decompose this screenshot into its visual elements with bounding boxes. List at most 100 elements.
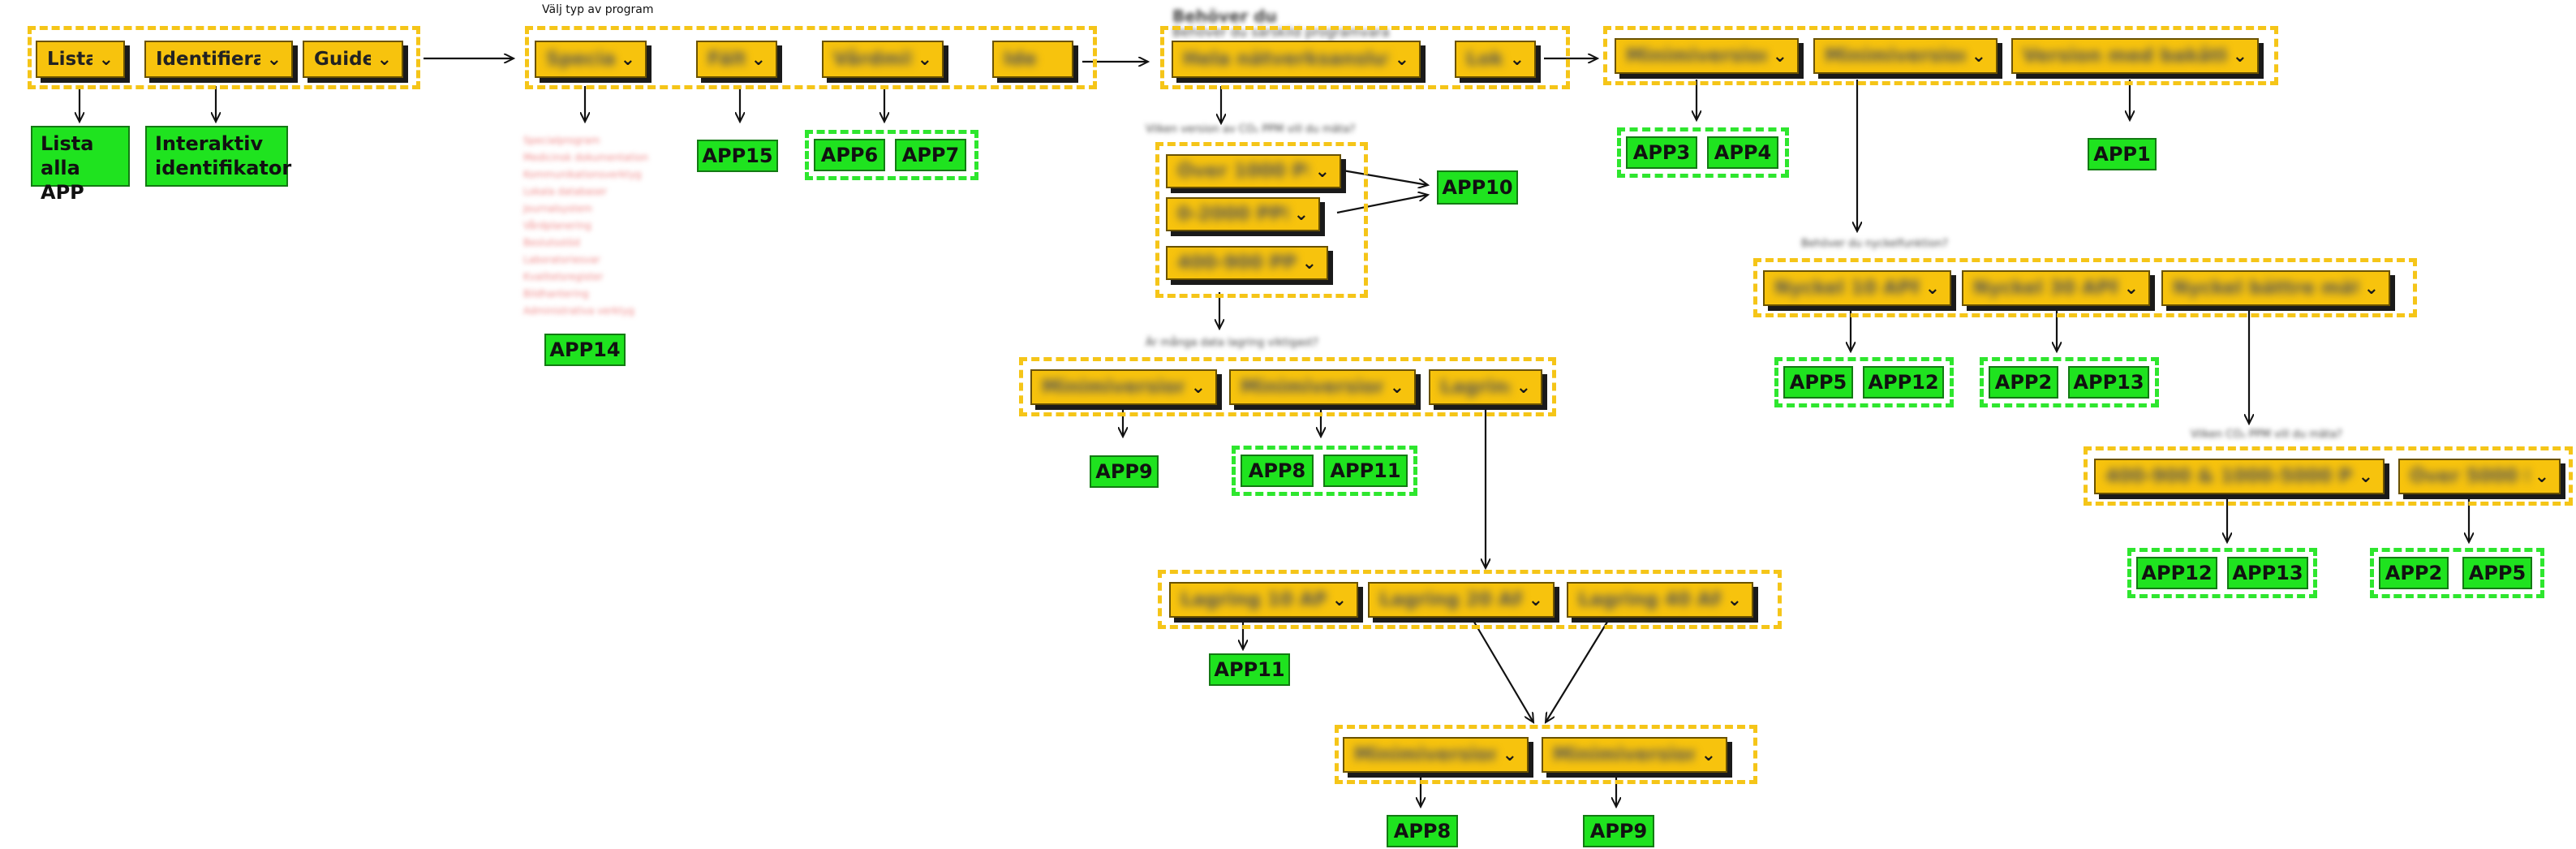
- app5-box-lower: APP5: [2462, 557, 2532, 589]
- storage-q-group: [1019, 357, 1556, 416]
- app6-box: APP6: [814, 139, 885, 171]
- key-option-2[interactable]: Nyckel 30 APP⌄: [1962, 270, 2150, 306]
- identifiera-label: Identifiera: [156, 49, 260, 70]
- identifiera-dropdown[interactable]: Identifiera ⌄: [144, 41, 293, 78]
- app6-app7-group: [805, 130, 978, 180]
- app9-box-upper: APP9: [1090, 455, 1159, 488]
- right-group: [1603, 26, 2278, 85]
- version-group: [1155, 142, 1368, 298]
- right-option-1[interactable]: Minimiversion 13 eller nyare⌄: [1615, 38, 1799, 74]
- final-option-2[interactable]: Minimiversion 49 APP⌄: [1542, 737, 1727, 773]
- ppm-option-1[interactable]: 400-900 & 1000-5000 PPM⌄: [2094, 459, 2385, 494]
- type-label: Välj typ av program: [542, 3, 654, 16]
- chevron-down-icon: ⌄: [1394, 49, 1409, 70]
- app4-box: APP4: [1707, 136, 1778, 169]
- chevron-down-icon: ⌄: [1516, 377, 1531, 398]
- storage-option-3[interactable]: Lagring 40 APP⌄: [1567, 582, 1753, 618]
- ppm-option-2[interactable]: Över 5000 PPM⌄: [2398, 459, 2561, 494]
- app8-app11-group: [1232, 446, 1417, 496]
- ppm-group: [2084, 446, 2573, 506]
- step2-option-b[interactable]: Lokal⌄: [1455, 41, 1536, 78]
- chevron-down-icon: ⌄: [1924, 278, 1940, 299]
- chevron-down-icon: ⌄: [917, 49, 932, 70]
- storage-q-option-3[interactable]: Lagring⌄: [1429, 369, 1542, 405]
- identifiera-result-box: Interaktiv identifikator: [145, 126, 291, 187]
- key-option-3[interactable]: Nyckel bättre mätning⌄: [2161, 270, 2390, 306]
- chevron-down-icon: ⌄: [2123, 278, 2139, 299]
- final-group: [1335, 725, 1757, 784]
- storage-q-option-2[interactable]: Minimiversion 28⌄: [1229, 369, 1416, 405]
- right-option-2[interactable]: Minimiversion 48 eller nyare⌄: [1813, 38, 1998, 74]
- key-group: [1753, 258, 2417, 317]
- chevron-down-icon: ⌄: [2534, 466, 2549, 487]
- storage-question: Är många data lagring viktigast?: [1146, 337, 1318, 349]
- guide-label: Guide: [314, 49, 371, 70]
- chevron-down-icon: ⌄: [1509, 49, 1525, 70]
- chevron-down-icon: ⌄: [2363, 278, 2379, 299]
- app11-box-upper: APP11: [1323, 455, 1408, 487]
- chevron-down-icon: ⌄: [1971, 45, 1986, 67]
- chevron-down-icon: ⌄: [376, 49, 392, 70]
- app13-box-lower: APP13: [2227, 557, 2308, 589]
- final-option-1[interactable]: Minimiversion 21 APP⌄: [1343, 737, 1529, 773]
- version-option-1[interactable]: Över 1000 PPM⌄: [1166, 154, 1341, 188]
- step1-option-d[interactable]: Ide: [992, 41, 1073, 78]
- chevron-down-icon: ⌄: [1190, 377, 1206, 398]
- chevron-down-icon: ⌄: [1727, 589, 1742, 610]
- storage-option-1[interactable]: Lagring 10 APP⌄: [1169, 582, 1358, 618]
- app2-box-lower: APP2: [2379, 557, 2449, 589]
- chevron-down-icon: ⌄: [1502, 744, 1517, 765]
- storage-group: [1158, 570, 1782, 629]
- storage-q-option-1[interactable]: Minimiversion 13⌄: [1030, 369, 1217, 405]
- guide-dropdown[interactable]: Guide⌄: [303, 41, 403, 78]
- app14-box: APP14: [544, 334, 626, 366]
- version-question: Vilken version av CO₂ PPM vill du mäta?: [1146, 123, 1356, 136]
- chevron-down-icon: ⌄: [1331, 589, 1347, 610]
- chevron-down-icon: ⌄: [1772, 45, 1787, 67]
- chevron-down-icon: ⌄: [1293, 204, 1309, 225]
- lista-label: Lista: [47, 49, 92, 70]
- chevron-down-icon: ⌄: [1314, 161, 1330, 182]
- storage-option-2[interactable]: Lagring 20 APP⌄: [1368, 582, 1555, 618]
- app2-app5-group: [2370, 548, 2544, 598]
- chevron-down-icon: ⌄: [2232, 45, 2247, 67]
- step2-heading: Behöver du: [1172, 6, 1277, 26]
- app12-box-upper: APP12: [1863, 366, 1944, 399]
- app2-box-upper: APP2: [1989, 366, 2058, 399]
- app3-box: APP3: [1626, 136, 1697, 169]
- right-option-3[interactable]: Version med bakåtkompatibilitet⌄: [2011, 38, 2259, 74]
- version-option-2[interactable]: 0-2000 PPM⌄: [1166, 197, 1320, 231]
- app5-app12-group: [1774, 357, 1954, 407]
- step1-option-b[interactable]: Fält⌄: [696, 41, 777, 78]
- app5-box-upper: APP5: [1783, 366, 1853, 399]
- app8-box-upper: APP8: [1241, 455, 1314, 487]
- step2-group: [1160, 26, 1570, 89]
- chevron-down-icon: ⌄: [2358, 466, 2373, 487]
- step1-group: [525, 26, 1097, 89]
- chevron-down-icon: ⌄: [1389, 377, 1404, 398]
- app9-box-lower: APP9: [1583, 815, 1654, 847]
- app10-box: APP10: [1437, 170, 1518, 205]
- app11-box-lower: APP11: [1209, 653, 1290, 686]
- step1-option-a[interactable]: Specialprogram⌄: [535, 41, 647, 78]
- lista-dropdown[interactable]: Lista ⌄: [36, 41, 125, 78]
- chevron-down-icon: ⌄: [1701, 744, 1716, 765]
- app13-box-upper: APP13: [2068, 366, 2149, 399]
- chevron-down-icon: ⌄: [266, 49, 282, 70]
- app15-box: APP15: [697, 140, 778, 172]
- step1-option-c[interactable]: Vårdmiljö⌄: [822, 41, 944, 78]
- app2-app13-group: [1980, 357, 2159, 407]
- chevron-down-icon: ⌄: [750, 49, 766, 70]
- app8-box-lower: APP8: [1387, 815, 1458, 847]
- chevron-down-icon: ⌄: [98, 49, 114, 70]
- app1-box: APP1: [2088, 138, 2157, 170]
- ppm-question: Vilken CO₂ PPM vill du mäta?: [2191, 429, 2342, 441]
- chevron-down-icon: ⌄: [1528, 589, 1543, 610]
- step2-option-a[interactable]: Hela nätverksanslutningen⌄: [1172, 41, 1421, 78]
- lista-result-box: Lista alla APP: [31, 126, 130, 204]
- app12-app13-group: [2127, 548, 2317, 598]
- key-option-1[interactable]: Nyckel 10 APP⌄: [1763, 270, 1951, 306]
- version-option-3[interactable]: 400-900 PPM⌄: [1166, 246, 1328, 280]
- chevron-down-icon: ⌄: [620, 49, 635, 70]
